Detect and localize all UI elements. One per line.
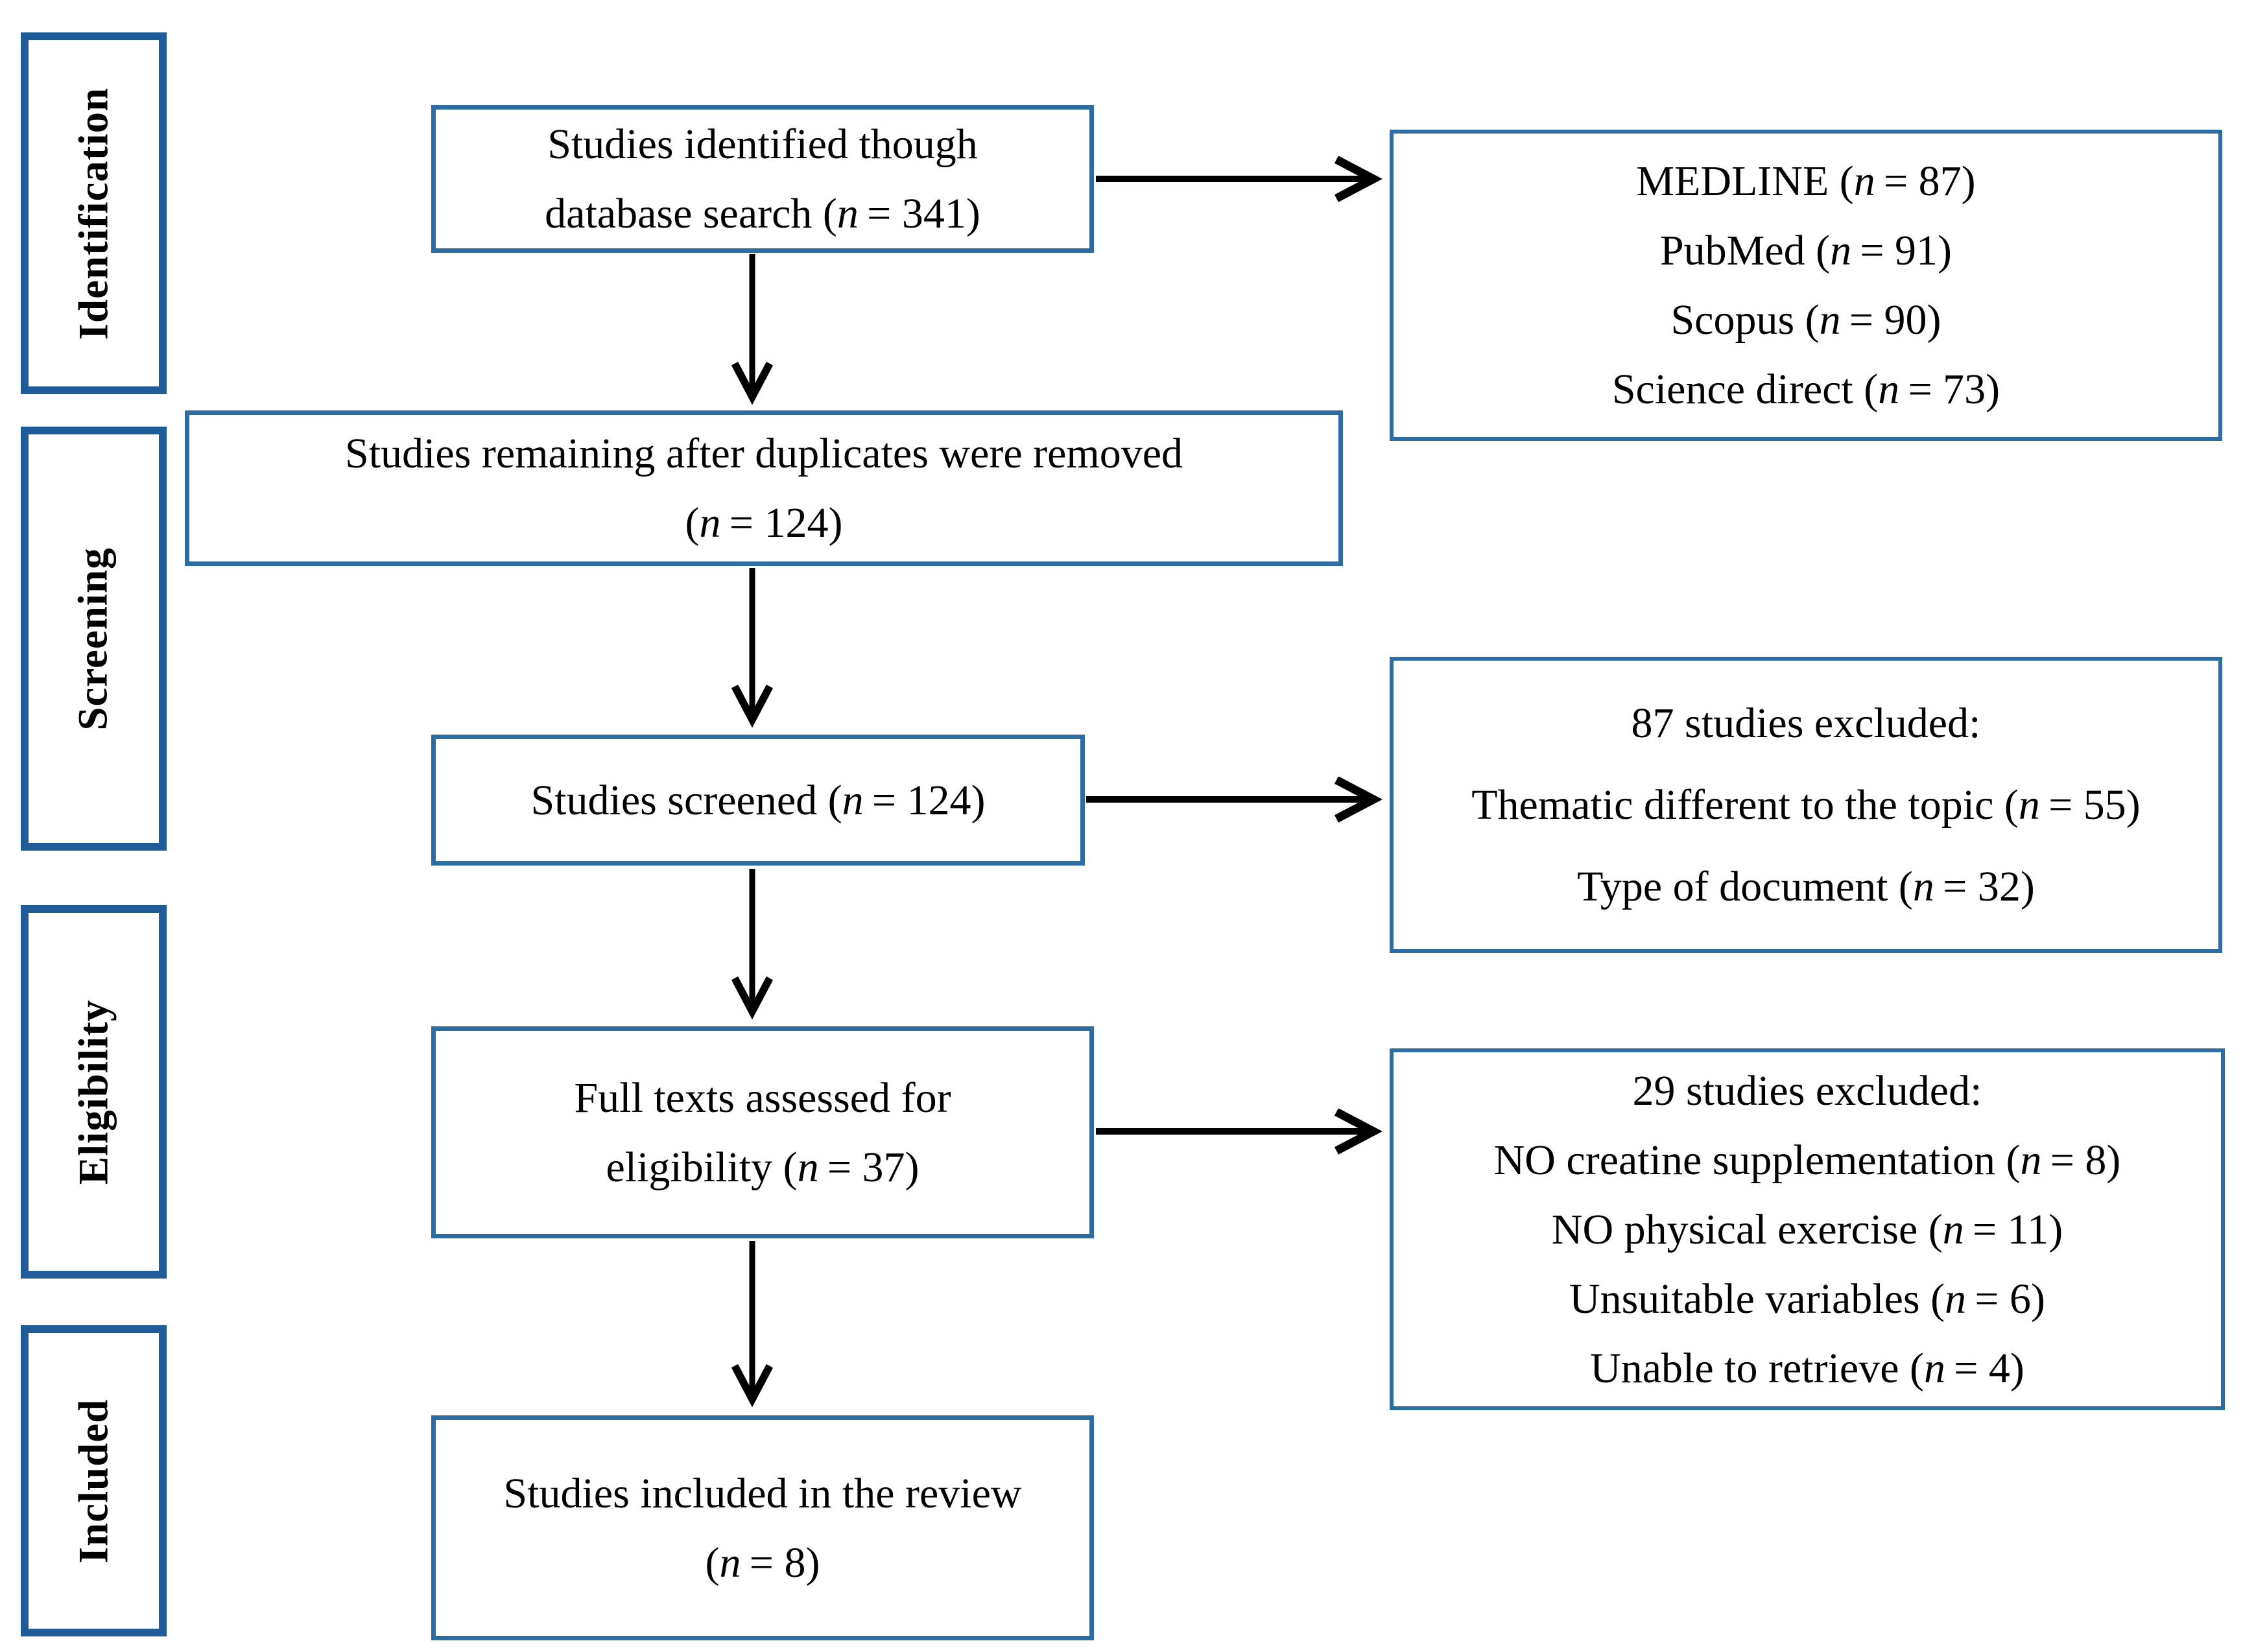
stage-box-identification: Identification [21,32,167,394]
flow-box-identified-line: database search (n = 341) [545,190,980,237]
stage-label-eligibility: Eligibility [70,999,117,1185]
flow-box-full-text-line: eligibility (n = 37) [606,1143,920,1191]
side-box-databases: MEDLINE (n = 87) PubMed (n = 91) Scopus … [1390,130,2222,441]
stage-label-screening: Screening [70,547,117,731]
flow-box-included-line: Studies included in the review [503,1469,1022,1517]
database-count-line: Scopus (n = 90) [1670,296,1941,344]
database-count-line: MEDLINE (n = 87) [1636,158,1976,205]
excluded-eligibility-line: NO physical exercise (n = 11) [1551,1205,2063,1253]
flow-box-identified: Studies identified though database searc… [431,105,1094,253]
excluded-eligibility-line: 29 studies excluded: [1632,1067,1982,1115]
stage-box-included: Included [21,1325,167,1636]
excluded-eligibility-line: NO creatine supplementation (n = 8) [1493,1136,2121,1184]
stage-box-eligibility: Eligibility [21,905,167,1279]
excluded-screening-line: Thematic different to the topic (n = 55) [1471,781,2141,829]
flow-box-duplicates-line: (n = 124) [685,499,843,547]
flow-box-duplicates-line: Studies remaining after duplicates were … [344,430,1183,477]
flow-box-included-line: (n = 8) [705,1539,820,1587]
stage-box-screening: Screening [21,427,167,851]
flow-box-screened: Studies screened (n = 124) [431,735,1085,866]
side-box-excluded-eligibility: 29 studies excluded: NO creatine supplem… [1390,1048,2225,1410]
database-count-line: PubMed (n = 91) [1659,227,1952,274]
flow-box-included-review: Studies included in the review (n = 8) [431,1415,1094,1640]
excluded-screening-line: 87 studies excluded: [1631,699,1981,747]
flow-box-full-text: Full texts assessed for eligibility (n =… [431,1026,1094,1238]
excluded-eligibility-line: Unable to retrieve (n = 4) [1590,1344,2024,1392]
side-box-excluded-screening: 87 studies excluded: Thematic different … [1390,657,2222,953]
database-count-line: Science direct (n = 73) [1611,366,2000,413]
flow-box-duplicates-removed: Studies remaining after duplicates were … [185,410,1343,566]
excluded-screening-line: Type of document (n = 32) [1577,862,2035,910]
flow-box-full-text-line: Full texts assessed for [574,1074,951,1122]
excluded-eligibility-line: Unsuitable variables (n = 6) [1569,1275,2046,1323]
flow-box-screened-line: Studies screened (n = 124) [530,776,986,824]
flow-box-identified-line: Studies identified though [547,121,978,168]
stage-label-identification: Identification [70,87,117,340]
stage-label-included: Included [70,1398,117,1563]
